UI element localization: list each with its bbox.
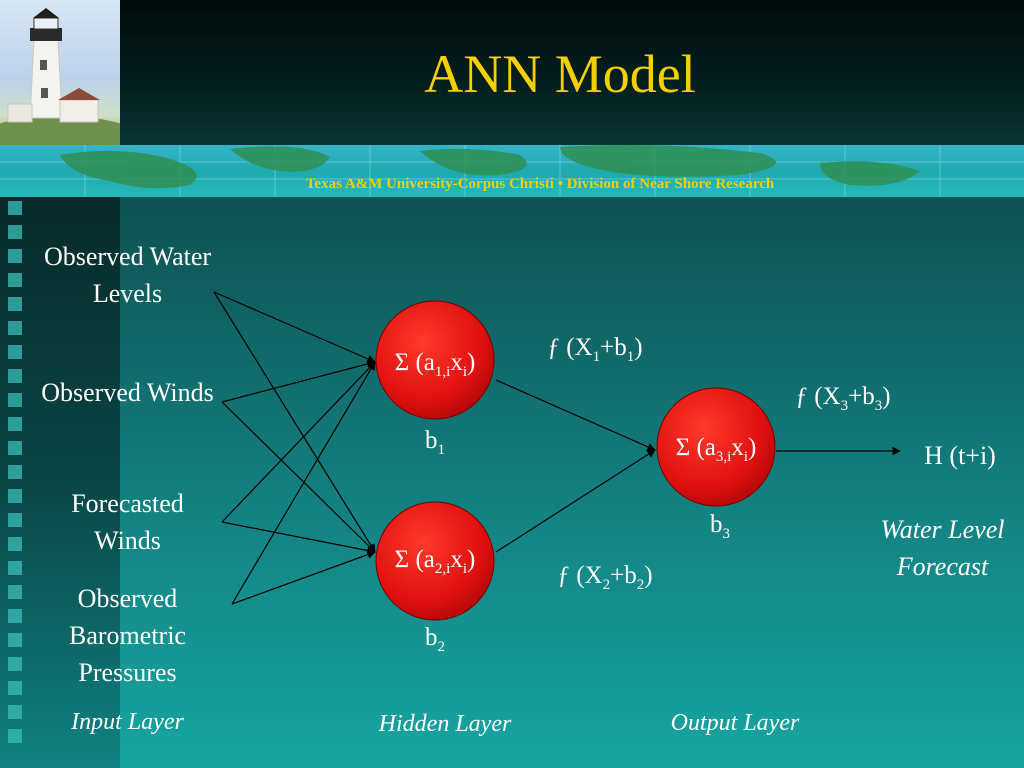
edge-water-hidden1 [213, 291, 376, 363]
edge-hidden1-output [495, 379, 656, 451]
input-layer-label: Input Layer [71, 709, 184, 735]
input-observed-water-levels: Observed Water Levels [43, 242, 212, 308]
hidden-layer-label: Hidden Layer [378, 711, 512, 737]
slide-title: ANN Model [424, 44, 696, 104]
hidden-node-2 [375, 501, 495, 621]
world-map-banner [0, 145, 1024, 197]
edge-forecast-hidden2 [221, 521, 376, 555]
input-observed-barometric-pressures: Observed Barometric Pressures [69, 584, 186, 687]
edge-pressure-hidden1 [231, 361, 376, 605]
input-observed-winds: Observed Winds [41, 378, 214, 407]
edge-hidden2-output [495, 449, 656, 553]
hidden-node-2-label: Σ (a2,ixi) [394, 546, 476, 577]
hidden-node-1 [375, 300, 495, 420]
edge-forecast-hidden1 [221, 361, 376, 523]
function-f1: ƒ (X1+b1) [547, 334, 643, 365]
bias-b2: b2 [425, 624, 445, 655]
output-layer-label: Output Layer [670, 710, 800, 736]
function-f3: ƒ (X3+b3) [795, 383, 891, 414]
output-caption: Water Level Forecast [880, 515, 1005, 581]
output-node-label: Σ (a3,ixi) [675, 434, 757, 465]
edge-winds-hidden2 [221, 401, 376, 553]
hidden-node-1-label: Σ (a1,ixi) [394, 349, 476, 380]
edge-water-hidden2 [213, 291, 376, 553]
edge-winds-hidden1 [221, 359, 376, 403]
decorative-strip [0, 197, 120, 768]
bias-b1: b1 [425, 427, 445, 458]
input-forecasted-winds: Forecasted Winds [71, 489, 184, 555]
lighthouse-image [0, 0, 120, 145]
title-band [0, 0, 1024, 145]
function-f2: ƒ (X2+b2) [557, 562, 653, 593]
edge-pressure-hidden2 [231, 550, 376, 605]
bias-b3: b3 [710, 511, 730, 542]
output-node [656, 387, 776, 507]
banner-text: Texas A&M University-Corpus Christi • Di… [305, 176, 775, 192]
output-label: H (t+i) [924, 441, 996, 470]
